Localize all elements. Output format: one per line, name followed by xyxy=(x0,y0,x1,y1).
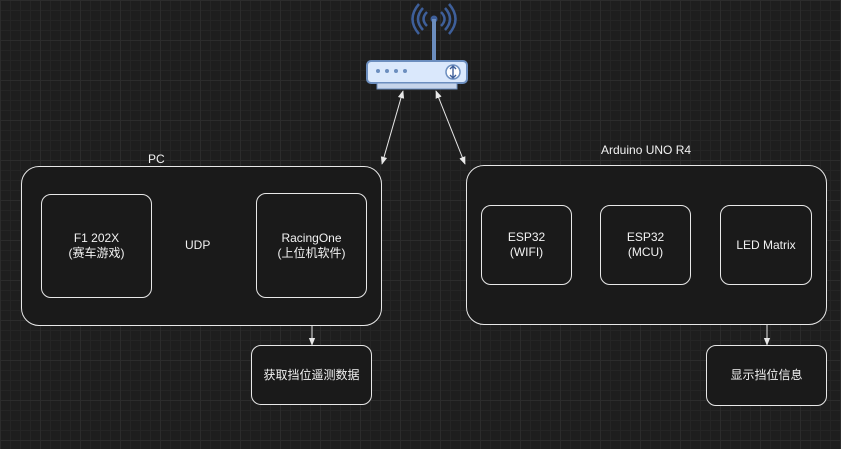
router-to-pc-link xyxy=(380,90,405,165)
router-to-arduino-link xyxy=(435,90,466,165)
esp32-wifi-subtitle: (WIFI) xyxy=(509,245,544,259)
f1-game-node[interactable]: F1 202X (赛车游戏) xyxy=(41,194,152,298)
wifi-router-icon xyxy=(366,3,468,90)
gear-display-node[interactable]: 显示挡位信息 xyxy=(706,345,827,406)
led-matrix-node[interactable]: LED Matrix xyxy=(720,205,812,285)
racingone-subtitle: (上位机软件) xyxy=(277,245,346,260)
esp32-wifi-node[interactable]: ESP32 (WIFI) xyxy=(481,205,572,285)
udp-label: UDP xyxy=(184,238,212,252)
led-matrix-title: LED Matrix xyxy=(736,237,796,252)
arduino-group-title: Arduino UNO R4 xyxy=(601,143,692,157)
racingone-node[interactable]: RacingOne (上位机软件) xyxy=(256,193,367,298)
f1-game-title: F1 202X xyxy=(73,231,120,245)
gear-display-label: 显示挡位信息 xyxy=(730,368,803,382)
pc-group-title: PC xyxy=(148,152,165,166)
telemetry-node[interactable]: 获取挡位遥测数据 xyxy=(251,345,372,405)
esp32-mcu-subtitle: (MCU) xyxy=(627,245,664,259)
telemetry-label: 获取挡位遥测数据 xyxy=(263,367,360,382)
f1-game-subtitle: (赛车游戏) xyxy=(68,246,125,260)
esp32-mcu-node[interactable]: ESP32 (MCU) xyxy=(600,205,691,285)
racingone-title: RacingOne xyxy=(281,230,342,245)
esp32-mcu-title: ESP32 xyxy=(626,230,665,244)
esp32-wifi-title: ESP32 xyxy=(507,230,546,244)
